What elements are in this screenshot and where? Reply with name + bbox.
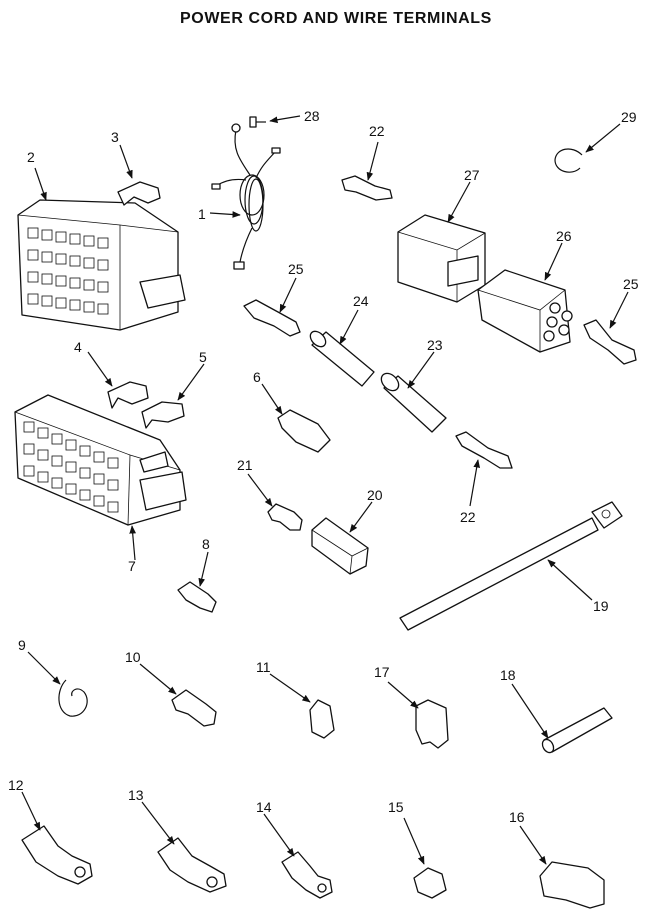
- callout-26: 26: [556, 228, 572, 244]
- callout-23: 23: [427, 337, 443, 353]
- callout-22-upper: 22: [369, 123, 385, 139]
- callout-28: 28: [304, 108, 320, 124]
- callout-14: 14: [256, 799, 272, 815]
- part-21-terminal: [267, 503, 303, 531]
- callout-numbers: 1 2 3 4 5 6 7 8 9 10 11 12 13 14 15 16 1…: [8, 108, 639, 825]
- part-6-female-terminal: [277, 409, 331, 453]
- part-27-plug-housing: [397, 214, 486, 303]
- part-22-upper-pin-terminal: [341, 175, 393, 201]
- callout-24: 24: [353, 293, 369, 309]
- callout-29: 29: [621, 109, 637, 125]
- callout-6: 6: [253, 369, 261, 385]
- part-8-terminal: [177, 581, 217, 613]
- callout-3: 3: [111, 129, 119, 145]
- part-5-terminal: [141, 401, 185, 429]
- callout-11: 11: [256, 659, 271, 675]
- part-3-terminal: [117, 181, 161, 206]
- part-17-terminal: [415, 699, 449, 749]
- part-15-terminal: [413, 867, 447, 899]
- callout-7: 7: [128, 558, 136, 574]
- part-29-cable-clamp: [554, 148, 583, 173]
- callout-9: 9: [18, 637, 26, 653]
- part-23-insulator-sleeve: [380, 372, 447, 433]
- callout-17: 17: [374, 664, 390, 680]
- callout-12: 12: [8, 777, 24, 793]
- leader-lines: [21, 115, 629, 865]
- part-22-lower-pin-terminal: [455, 431, 513, 469]
- callout-18: 18: [500, 667, 516, 683]
- callout-15: 15: [388, 799, 404, 815]
- callout-4: 4: [74, 339, 82, 355]
- part-4-terminal: [107, 381, 149, 409]
- callout-1: 1: [198, 206, 206, 222]
- part-25-right-pin-terminal: [583, 319, 637, 365]
- part-25-left-pin-terminal: [243, 299, 301, 337]
- part-16-terminal: [539, 861, 605, 909]
- callout-10: 10: [125, 649, 141, 665]
- part-7-connector-block: [14, 394, 187, 526]
- part-11-terminal: [309, 699, 335, 739]
- part-26-receptacle: [477, 269, 573, 353]
- part-9-clip: [58, 679, 88, 717]
- part-14-ring-terminal: [281, 851, 333, 899]
- callout-22-lower: 22: [460, 509, 476, 525]
- part-2-connector-block: [17, 199, 186, 331]
- callout-16: 16: [509, 809, 525, 825]
- part-13-ring-terminal: [157, 837, 227, 893]
- callout-13: 13: [128, 787, 144, 803]
- part-12-ring-terminal: [21, 825, 93, 885]
- callout-2: 2: [27, 149, 35, 165]
- part-20-connector-housing: [311, 517, 369, 575]
- part-24-insulator-sleeve: [309, 330, 375, 387]
- part-10-terminal: [171, 689, 217, 727]
- diagram-title: POWER CORD AND WIRE TERMINALS: [180, 10, 492, 27]
- part-28-screw: [249, 116, 266, 128]
- callout-21: 21: [237, 457, 253, 473]
- part-18-sleeve: [541, 707, 613, 754]
- callout-5: 5: [199, 349, 207, 365]
- callout-20: 20: [367, 487, 383, 503]
- part-1-power-cord: [211, 123, 281, 270]
- callout-25-left: 25: [288, 261, 304, 277]
- callout-8: 8: [202, 536, 210, 552]
- callout-27: 27: [464, 167, 480, 183]
- part-19-cable-tie: [399, 501, 623, 631]
- callout-25-right: 25: [623, 276, 639, 292]
- callout-19: 19: [593, 598, 609, 614]
